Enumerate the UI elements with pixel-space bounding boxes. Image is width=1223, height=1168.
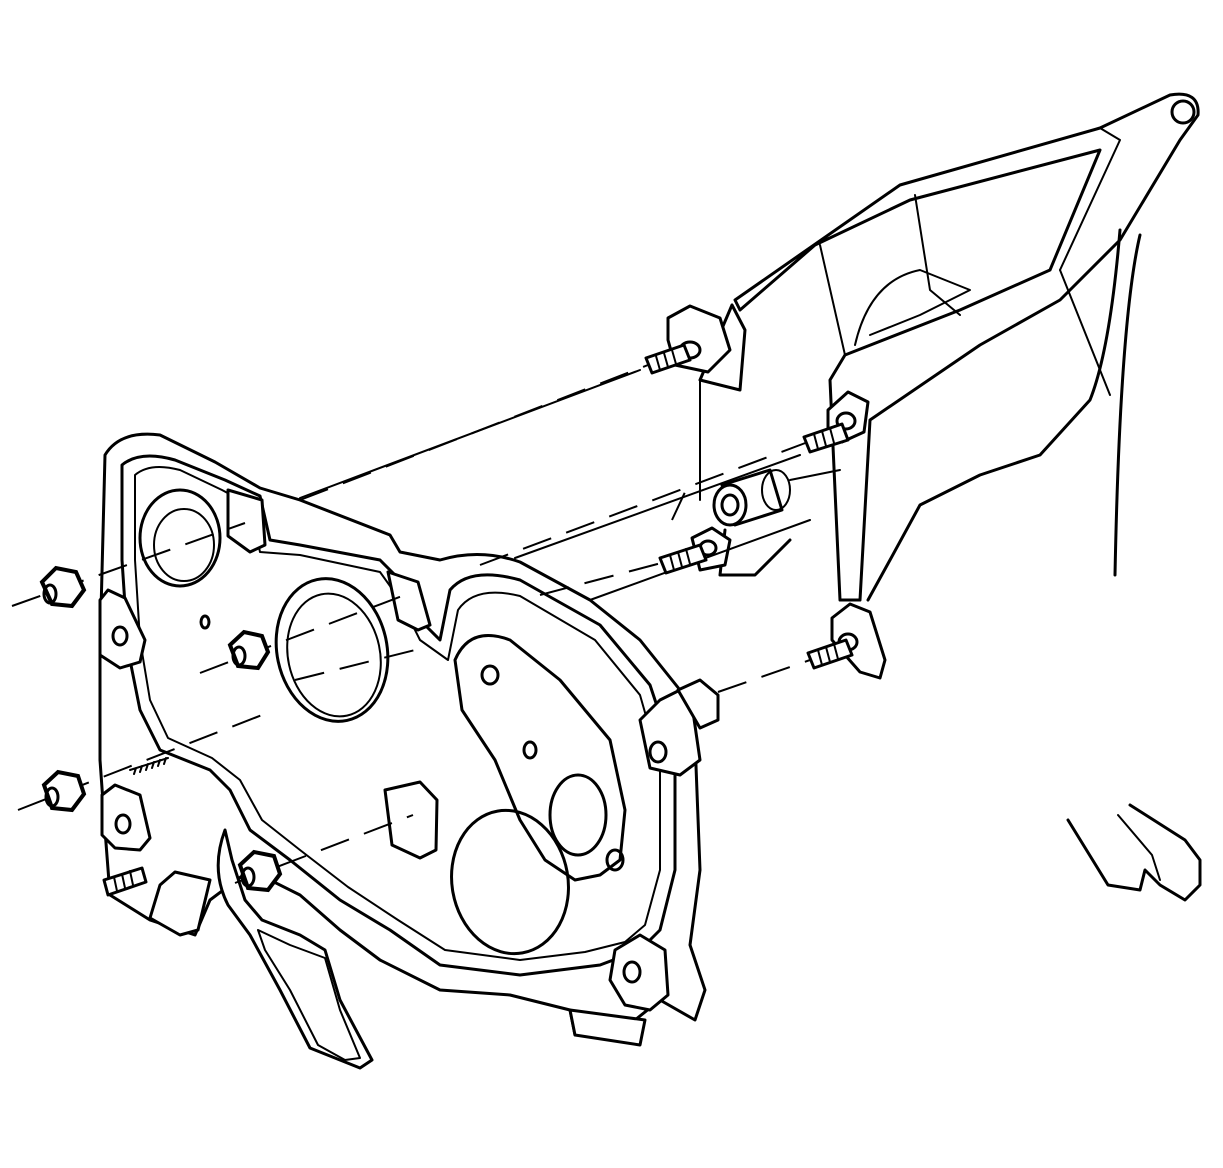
stud-middle <box>658 543 708 575</box>
hex-nut-3 <box>41 769 87 813</box>
plate-ear-right <box>638 688 702 777</box>
front-cover-plate <box>98 432 707 1037</box>
plate-opening-lower <box>450 808 570 956</box>
plate-opening-center <box>274 577 390 723</box>
stud-bottom-left <box>102 866 148 897</box>
engine-fragment-right <box>1066 803 1202 902</box>
hex-nut-icon <box>39 565 283 893</box>
alignment-line-4 <box>234 814 414 884</box>
alignment-line-7 <box>539 561 666 596</box>
stud-icon <box>102 343 854 897</box>
alignment-line-6 <box>479 441 809 566</box>
plate-slot-pads <box>226 488 439 860</box>
plate-ear-bottom-right <box>608 933 670 1012</box>
spacer-sleeve <box>712 468 791 527</box>
stud-right-upper <box>802 422 850 454</box>
plate-hook-bottom <box>216 828 374 1070</box>
alignment-lines <box>11 364 811 884</box>
rear-support-bracket <box>698 92 1200 602</box>
plate-opening-left <box>138 488 222 588</box>
plate-ear-left-upper <box>98 588 147 670</box>
alignment-line-10 <box>671 489 687 521</box>
hex-nut-4 <box>237 849 283 893</box>
stud-right-lower <box>806 638 854 670</box>
alignment-line-1 <box>11 522 246 607</box>
hex-nut-2 <box>227 629 271 671</box>
plate-tab-right <box>676 678 720 730</box>
hex-nut-1 <box>39 565 87 609</box>
stud-top <box>644 343 692 375</box>
alignment-line-2 <box>199 592 411 674</box>
engine-fragment-plate-bottom <box>568 1008 647 1047</box>
plate-tab-bottom-left <box>148 870 212 937</box>
plate-label-marks <box>129 757 169 775</box>
plate-small-hole <box>199 614 211 630</box>
alignment-line-5 <box>299 364 649 501</box>
alignment-line-9 <box>717 659 811 693</box>
plate-raised-pad <box>453 634 627 882</box>
alignment-line-8 <box>294 649 416 681</box>
plate-ear-left-lower <box>100 783 152 852</box>
